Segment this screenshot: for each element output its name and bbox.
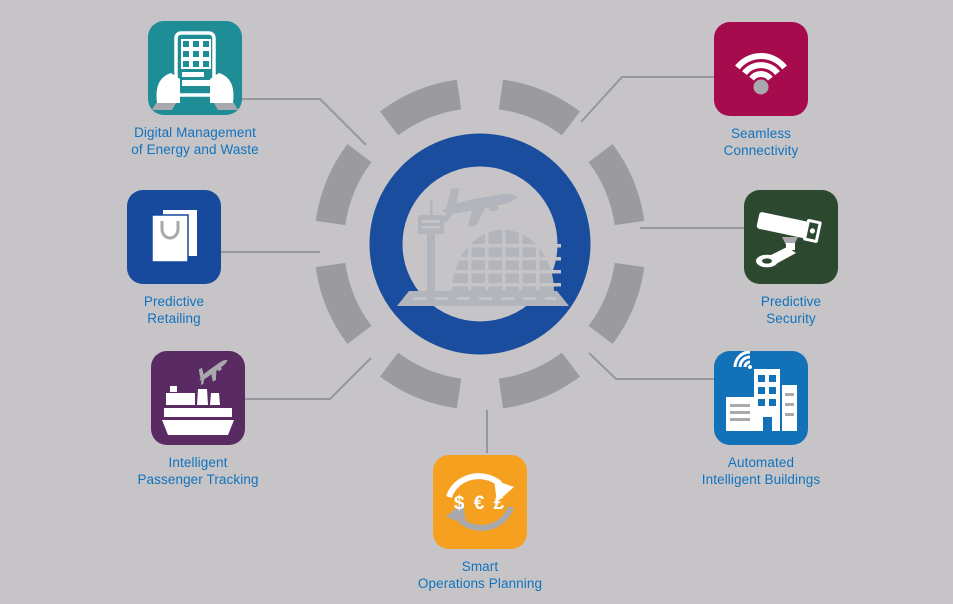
node-label: Seamless Connectivity (723, 126, 799, 158)
connector-line (588, 352, 714, 380)
node-label: Predictive Security (760, 294, 822, 326)
node-smart-operations-planning: $ € £ Smart Operations Planning (418, 455, 542, 591)
tile-background (714, 22, 808, 116)
tile-background (433, 455, 527, 549)
node-digital-management: Digital Management of Energy and Waste (131, 21, 259, 157)
connector-line (245, 357, 372, 400)
node-label: Intelligent Passenger Tracking (137, 455, 259, 487)
airport-icon (397, 177, 569, 306)
connector-line (580, 76, 714, 123)
node-automated-intelligent-buildings: Automated Intelligent Buildings (702, 351, 820, 487)
node-label: Predictive Retailing (143, 294, 205, 326)
currency-cycle-icon: $ € £ (433, 455, 527, 549)
runway-icon (397, 291, 569, 306)
shopping-bag-icon (127, 190, 221, 284)
terminal-dome-icon (445, 225, 561, 291)
airplane-takeoff-icon (435, 177, 522, 232)
connector-lines (221, 76, 744, 453)
node-label: Smart Operations Planning (417, 559, 543, 591)
node-seamless-connectivity: Seamless Connectivity (714, 22, 808, 158)
ship-and-plane-icon (151, 351, 245, 445)
ring-segment (380, 352, 462, 409)
node-label: Automated Intelligent Buildings (701, 455, 821, 487)
currency-symbols: $ € £ (454, 493, 506, 514)
ring-segment (498, 79, 580, 136)
ring-segment (315, 262, 372, 344)
node-label: Digital Management of Energy and Waste (131, 125, 259, 157)
node-predictive-retailing: Predictive Retailing (127, 190, 221, 326)
connector-line (242, 98, 367, 146)
ship (162, 386, 234, 435)
ring-segment (588, 144, 645, 226)
hands (156, 73, 234, 103)
signal-arcs-icon (733, 351, 751, 368)
node-predictive-security: Predictive Security (744, 190, 838, 326)
hub-blue-ring (369, 133, 591, 355)
ring-segment (315, 144, 372, 226)
node-intelligent-passenger-tracking: Intelligent Passenger Tracking (137, 351, 258, 487)
hub-outer-ring (315, 79, 645, 409)
tablet-hands-icon (148, 21, 242, 115)
ring-segment (498, 352, 580, 409)
control-tower-icon (418, 200, 444, 292)
ring-segment (380, 79, 462, 136)
cctv-camera-icon (744, 190, 838, 284)
ring-segment (588, 262, 645, 344)
smart-building-icon (714, 351, 808, 445)
wifi-icon (714, 22, 808, 116)
